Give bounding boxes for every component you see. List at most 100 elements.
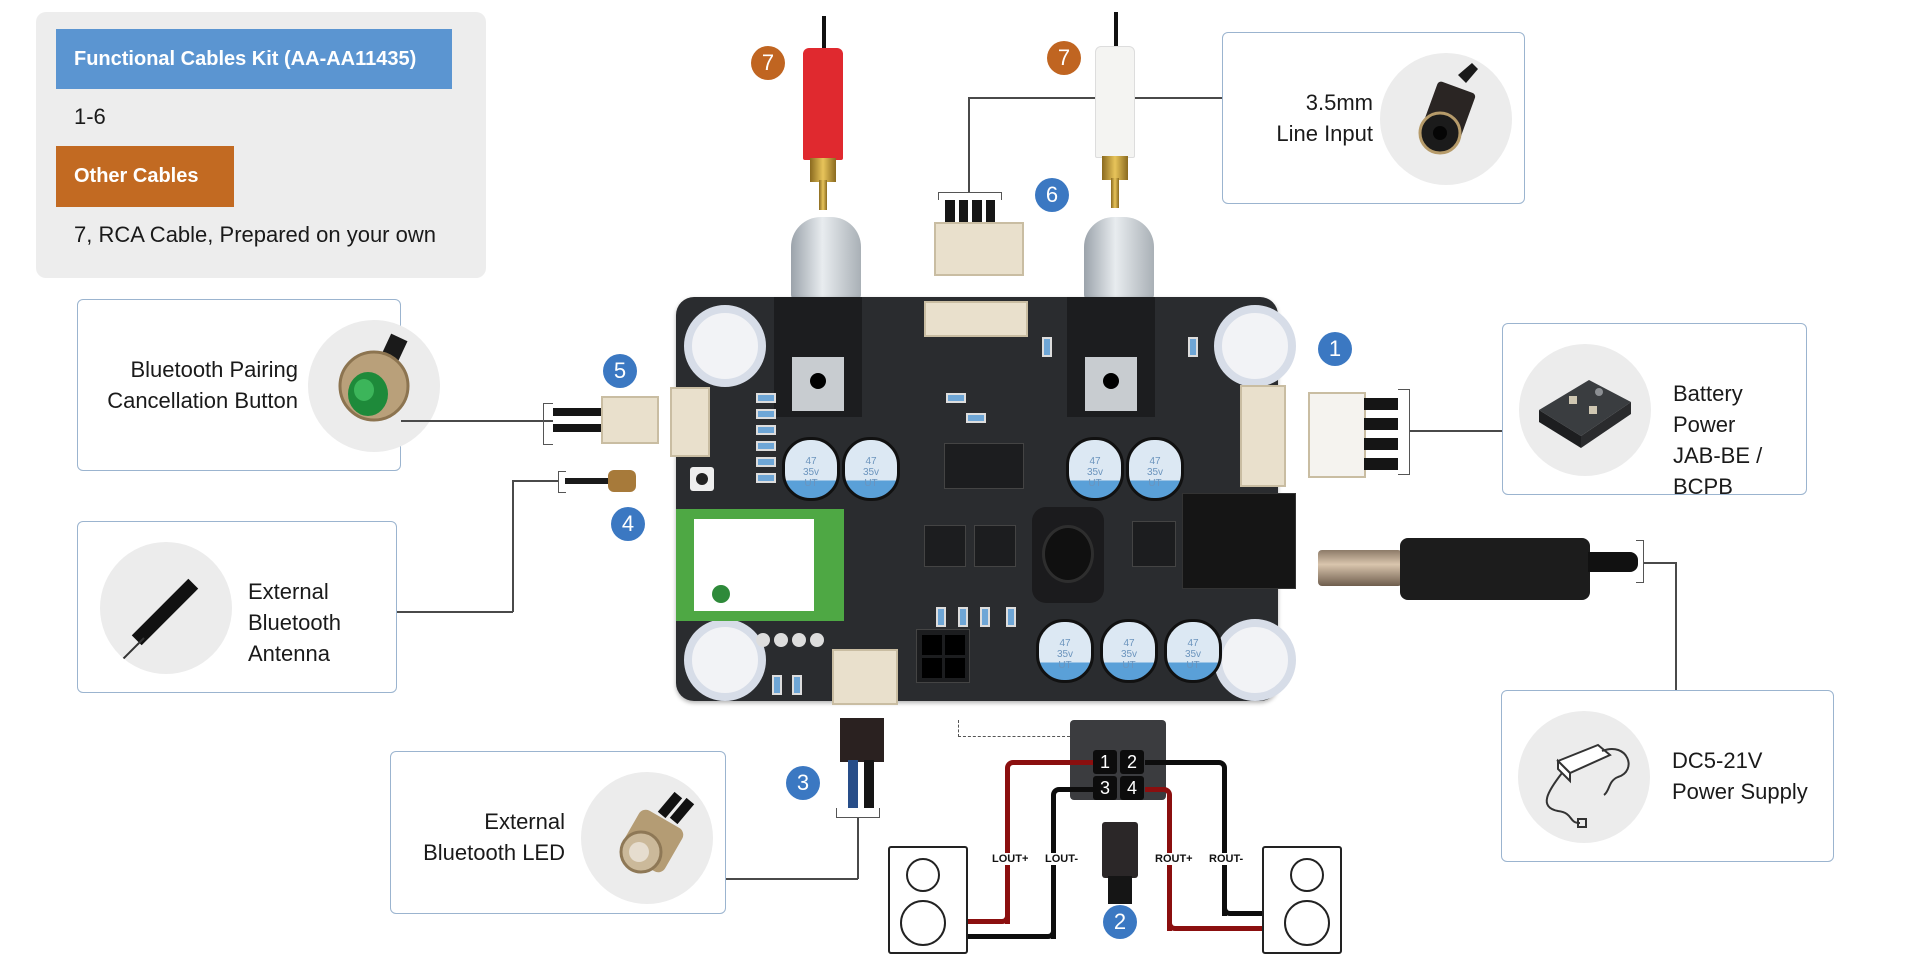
leader-antenna-v (512, 480, 514, 612)
line-input-line1: 3.5mm (1305, 90, 1373, 115)
leader-battery (1410, 430, 1502, 432)
bracket-dc-plug (1636, 540, 1644, 583)
callout-antenna: External Bluetooth Antenna (77, 521, 397, 693)
resistor (756, 473, 776, 483)
badge-2: 2 (1103, 905, 1137, 939)
opamp-u6 (924, 525, 966, 567)
kit-header: Functional Cables Kit (AA-AA11435) (56, 29, 452, 89)
callout-power-supply: DC5-21V Power Supply (1501, 690, 1834, 862)
power-adapter-icon (1518, 711, 1650, 843)
rca-left-cable (822, 16, 826, 52)
bracket-connector-3 (836, 808, 880, 818)
dc-plug-body (1400, 538, 1590, 600)
dc-jack (1182, 493, 1296, 589)
connector-1-housing (1308, 392, 1366, 478)
pairing-button-line1: Bluetooth Pairing (130, 357, 298, 382)
header-j16 (756, 633, 826, 651)
connector-2-wires (1108, 876, 1132, 904)
resistor (756, 393, 776, 403)
right-speaker-icon (1262, 846, 1342, 954)
led-line1: External (484, 809, 565, 834)
line-input-line2: Line Input (1276, 121, 1373, 146)
callout-battery: Battery Power JAB-BE / BCPB (1502, 323, 1807, 499)
label-lout-plus: LOUT+ (990, 853, 1031, 865)
wire-rout-plus-end (1167, 915, 1264, 931)
rca-right-pin (1111, 178, 1119, 208)
rca-jack-left (791, 217, 861, 299)
leader-antenna-top (512, 480, 558, 482)
wire-rout-minus (1145, 760, 1227, 916)
bracket-connector-6 (938, 192, 1002, 200)
resistor (980, 607, 990, 627)
power-supply-line2: Power Supply (1672, 779, 1808, 804)
wire-lout-minus-end (964, 924, 1056, 939)
leader-led-h (726, 878, 858, 880)
led-label: External Bluetooth LED (399, 806, 565, 868)
antenna-label: External Bluetooth Antenna (248, 576, 398, 669)
resistor (756, 425, 776, 435)
callout-pairing-button: Bluetooth Pairing Cancellation Button (77, 299, 440, 471)
mount-hole-br (1214, 619, 1296, 701)
pin-3: 3 (1093, 776, 1117, 800)
rca-jack-right (1084, 217, 1154, 299)
resistor (958, 607, 968, 627)
bluetooth-module (676, 509, 844, 621)
leader-antenna-h (397, 611, 513, 613)
push-button-icon (308, 320, 440, 452)
leader-dc-h (1643, 562, 1675, 564)
inductor-l1 (1032, 507, 1104, 603)
led-icon (581, 772, 713, 904)
resistor (1188, 337, 1198, 357)
connector-6-wires (941, 200, 999, 224)
connector-4-ipex (608, 470, 636, 492)
antenna-line1: External (248, 579, 329, 604)
bracket-connector-1 (1398, 389, 1410, 475)
pairing-button-line2: Cancellation Button (107, 388, 298, 413)
pin-4: 4 (1120, 776, 1144, 800)
dashed-link-v (958, 720, 959, 737)
rca-left-plug (803, 48, 843, 160)
connector-1-wire (1364, 438, 1398, 450)
battery-line1: Battery Power (1673, 381, 1743, 437)
pairing-button-label: Bluetooth Pairing Cancellation Button (86, 354, 298, 416)
kit-items: 1-6 (74, 104, 106, 129)
battery-label: Battery Power JAB-BE / BCPB (1673, 378, 1808, 502)
wire-rout-minus-end (1222, 900, 1264, 916)
mount-hole-tl (684, 305, 766, 387)
resistor (1042, 337, 1052, 357)
header-j4 (924, 301, 1028, 337)
other-cables-header: Other Cables (56, 146, 234, 207)
label-lout-minus: LOUT- (1043, 853, 1080, 865)
resistor (756, 409, 776, 419)
badge-5: 5 (603, 354, 637, 388)
cable-legend: Functional Cables Kit (AA-AA11435) 1-6 O… (36, 12, 486, 278)
resistor (966, 413, 986, 423)
leader-dc-v (1675, 562, 1677, 690)
resistor (1006, 607, 1016, 627)
resistor (792, 675, 802, 695)
connector-4-cable (565, 478, 611, 484)
label-rout-minus: ROUT- (1207, 853, 1246, 865)
connector-5-housing (601, 396, 659, 444)
power-supply-line1: DC5-21V (1672, 748, 1763, 773)
badge-6: 6 (1035, 178, 1069, 212)
battery-line2: JAB-BE / BCPB (1673, 443, 1763, 499)
badge-1: 1 (1318, 332, 1352, 366)
resistor (936, 607, 946, 627)
connector-3-wire-black (864, 760, 874, 808)
rca-jack-right-base (1067, 297, 1155, 417)
antenna-connector-ant1 (690, 467, 714, 491)
resistor (946, 393, 966, 403)
audio-jack-icon (1380, 53, 1512, 185)
mount-hole-tr (1214, 305, 1296, 387)
line-input-label: 3.5mm Line Input (1233, 87, 1373, 149)
rca-left-gold-sleeve (810, 158, 836, 182)
pin-2: 2 (1120, 750, 1144, 774)
rca-right-cable (1114, 12, 1118, 50)
connector-5-wire-a (553, 408, 605, 416)
resistor (772, 675, 782, 695)
